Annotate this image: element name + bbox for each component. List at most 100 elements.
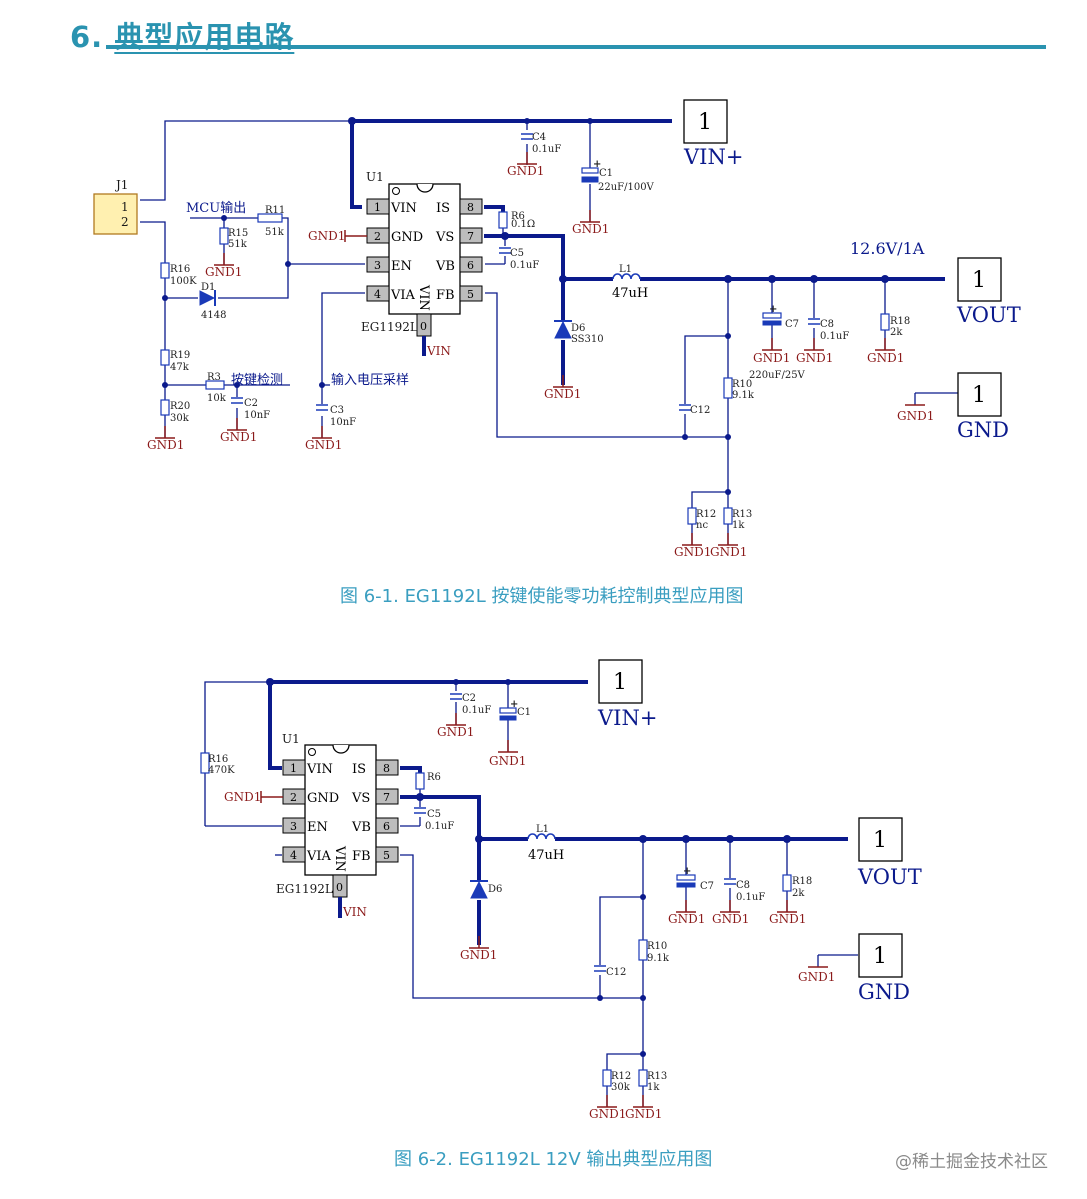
fig1-pin-name-via: VIA bbox=[390, 288, 416, 303]
fig1-connector-j1: J1 1 2 bbox=[93, 178, 138, 235]
fig1-r10-value: 9.1k bbox=[732, 390, 755, 401]
svg-text:GND1: GND1 bbox=[589, 1107, 626, 1121]
fig2-gnd-c2: GND1 bbox=[437, 713, 474, 739]
svg-text:GND1: GND1 bbox=[798, 970, 835, 984]
fig1-r20-ref: R20 bbox=[170, 401, 190, 412]
fig1-gnd-c1: GND1 bbox=[572, 210, 609, 236]
fig1-gnd-r13: GND1 bbox=[710, 533, 747, 559]
fig1-capacitor-c5: C5 0.1uF bbox=[499, 247, 539, 271]
svg-text:+: + bbox=[683, 866, 691, 877]
section-number: 6. bbox=[70, 20, 104, 54]
fig1-mcu-label: MCU输出 bbox=[186, 200, 246, 216]
svg-text:GND1: GND1 bbox=[674, 545, 711, 559]
svg-text:GND1: GND1 bbox=[507, 164, 544, 178]
fig2-r12-value: 30k bbox=[611, 1082, 631, 1093]
fig1-c8-ref: C8 bbox=[820, 319, 834, 330]
fig1-resistor-r15: R15 51k bbox=[219, 227, 248, 250]
fig2-c1-ref: C1 bbox=[517, 707, 531, 718]
fig2-pin-num-7: 7 bbox=[383, 791, 390, 804]
fig1-pin-name-vin: VIN bbox=[390, 201, 417, 216]
fig1-port-vin-label: VIN+ bbox=[683, 145, 743, 169]
fig1-capacitor-c8: C8 0.1uF bbox=[808, 318, 849, 342]
fig2-port-vout: 1 VOUT bbox=[857, 817, 922, 889]
fig1-r3-value: 10k bbox=[207, 393, 227, 404]
fig2-l1-ref: L1 bbox=[536, 824, 549, 835]
figure-1-schematic: 1 2 3 4 8 7 6 5 0 VIN GND EN VIA IS VS V… bbox=[93, 99, 1021, 559]
fig1-port-vout-num: 1 bbox=[972, 268, 986, 293]
fig1-capacitor-c7: + C7 220uF/25V bbox=[749, 304, 806, 381]
fig2-r18-ref: R18 bbox=[792, 876, 812, 887]
fig2-gnd-r13: GND1 bbox=[625, 1095, 662, 1121]
fig2-capacitor-c5: C5 0.1uF bbox=[414, 807, 454, 832]
fig2-capacitor-c8: C8 0.1uF bbox=[724, 878, 765, 903]
fig2-gnd-r12: GND1 bbox=[589, 1095, 626, 1121]
fig1-pin-num-5: 5 bbox=[467, 288, 474, 301]
fig2-gnd-port: GND1 bbox=[798, 966, 835, 984]
fig1-resistor-r11: R11 51k bbox=[257, 205, 285, 238]
fig2-port-vout-label: VOUT bbox=[857, 865, 922, 889]
fig2-vin-net-label: VIN bbox=[342, 905, 367, 919]
fig2-c8-ref: C8 bbox=[736, 880, 750, 891]
fig1-pin-name-vin-bottom: VIN bbox=[416, 284, 431, 311]
fig2-gnd-c7: GND1 bbox=[668, 900, 705, 926]
fig1-r12-ref: R12 bbox=[696, 509, 716, 520]
fig1-gnd-c8: GND1 bbox=[796, 338, 833, 365]
fig1-port-gnd-num: 1 bbox=[972, 383, 986, 408]
fig1-r6-ref: R6 bbox=[511, 211, 525, 222]
fig1-resistor-r13: R13 1k bbox=[723, 507, 752, 531]
fig1-output-spec: 12.6V/1A bbox=[850, 239, 925, 258]
fig2-pin-name-vin: VIN bbox=[306, 762, 333, 777]
fig1-r13-value: 1k bbox=[732, 520, 745, 531]
fig2-port-vin: 1 VIN+ bbox=[597, 659, 657, 730]
fig1-diode-d1: D1 4148 bbox=[199, 282, 226, 321]
fig1-r20-value: 30k bbox=[170, 413, 190, 424]
fig1-ic-u1: 1 2 3 4 8 7 6 5 0 VIN GND EN VIA IS VS V… bbox=[361, 170, 483, 358]
fig1-resistor-r10: R10 9.1k bbox=[723, 377, 755, 401]
fig2-pin-num-5: 5 bbox=[383, 849, 390, 862]
fig1-pin-name-fb: FB bbox=[436, 288, 455, 303]
fig1-r3-ref: R3 bbox=[207, 372, 221, 383]
fig1-gnd-pin2: GND1 bbox=[308, 229, 367, 243]
svg-text:GND1: GND1 bbox=[147, 438, 184, 452]
fig2-capacitor-c12: C12 bbox=[594, 965, 626, 978]
fig2-c5-value: 0.1uF bbox=[425, 821, 454, 832]
fig1-capacitor-c3: C3 10nF bbox=[316, 404, 356, 428]
figure-2-schematic: 1 2 3 4 8 7 6 5 0 VIN GND EN VIA IS VS V… bbox=[200, 659, 922, 1121]
fig1-r6-value: 0.1Ω bbox=[511, 219, 535, 230]
fig1-j1-pin2: 2 bbox=[121, 215, 129, 229]
fig2-gnd-c8: GND1 bbox=[712, 900, 749, 926]
fig1-r11-value: 51k bbox=[265, 227, 285, 238]
fig2-port-vin-num: 1 bbox=[613, 670, 627, 695]
fig2-inductor-l1: L1 47uH bbox=[527, 824, 564, 863]
heading-rule bbox=[106, 45, 1046, 49]
fig1-d6-ref: D6 bbox=[571, 323, 585, 334]
fig2-gnd-d6: GND1 bbox=[460, 936, 497, 962]
fig2-c2-value: 0.1uF bbox=[462, 705, 491, 716]
fig1-c3-ref: C3 bbox=[330, 405, 344, 416]
fig2-resistor-r6: R6 bbox=[415, 772, 441, 790]
fig1-c12-ref: C12 bbox=[690, 405, 710, 416]
fig1-c5-value: 0.1uF bbox=[510, 260, 539, 271]
fig2-capacitor-c1: + C1 bbox=[499, 699, 531, 721]
fig2-resistor-r10: R10 9.1k bbox=[638, 939, 670, 964]
fig1-c7-value: 220uF/25V bbox=[749, 370, 806, 381]
fig1-capacitor-c12: C12 bbox=[679, 404, 710, 416]
fig2-resistor-r12: R12 30k bbox=[602, 1069, 631, 1093]
fig1-pin-num-7: 7 bbox=[467, 230, 474, 243]
fig1-c4-value: 0.1uF bbox=[532, 144, 561, 155]
fig2-pin-name-fb: FB bbox=[352, 849, 371, 864]
fig1-r10-ref: R10 bbox=[732, 379, 752, 390]
fig1-vin-net-label: VIN bbox=[426, 344, 451, 358]
fig1-pin-num-6: 6 bbox=[467, 259, 474, 272]
fig1-gnd-r12: GND1 bbox=[674, 533, 711, 559]
fig1-port-gnd: 1 GND bbox=[957, 372, 1009, 442]
fig1-r15-value: 51k bbox=[228, 239, 248, 250]
fig2-c5-ref: C5 bbox=[427, 809, 441, 820]
svg-text:+: + bbox=[593, 159, 601, 170]
svg-text:GND1: GND1 bbox=[897, 409, 934, 423]
fig2-capacitor-c2: C2 0.1uF bbox=[450, 693, 491, 716]
fig1-gnd-port: GND1 bbox=[897, 404, 934, 423]
fig1-pin-name-vb: VB bbox=[435, 259, 455, 274]
svg-text:GND1: GND1 bbox=[205, 265, 242, 279]
fig1-r18-ref: R18 bbox=[890, 316, 910, 327]
